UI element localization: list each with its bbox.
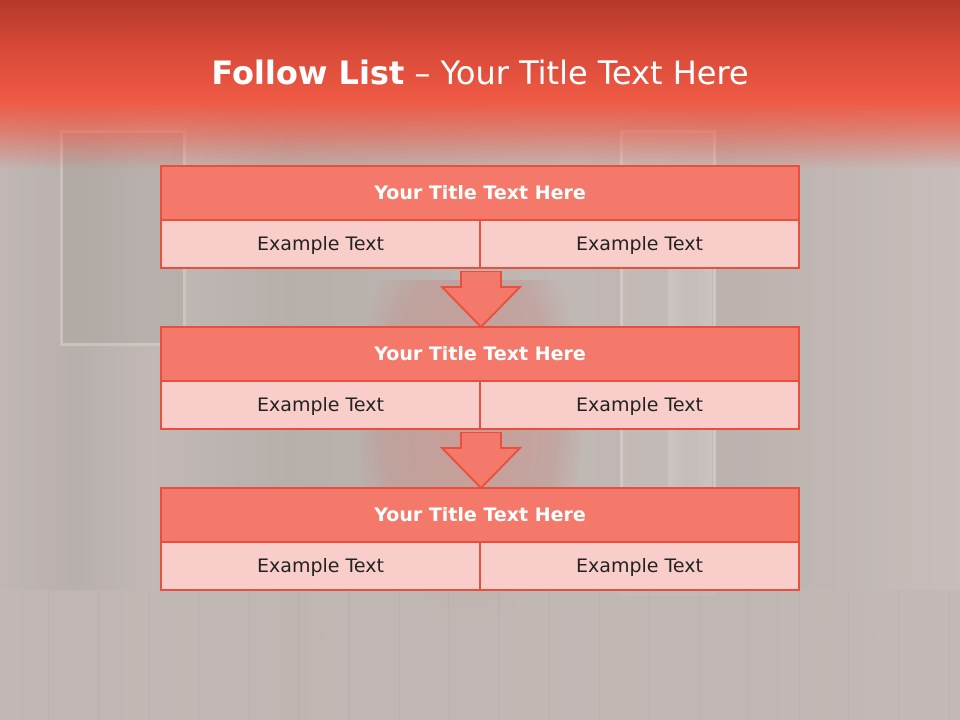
block-cell-right[interactable]: Example Text (481, 382, 800, 430)
floor (0, 590, 960, 720)
down-arrow-icon (440, 432, 522, 490)
list-block-2[interactable]: Your Title Text Here Example Text Exampl… (160, 326, 800, 430)
block-title[interactable]: Your Title Text Here (160, 487, 800, 543)
slide-title[interactable]: Follow List – Your Title Text Here (0, 54, 960, 92)
slide-title-rest: – Your Title Text Here (404, 54, 749, 92)
block-cell-right[interactable]: Example Text (481, 543, 800, 591)
block-row: Example Text Example Text (160, 382, 800, 430)
block-cell-left[interactable]: Example Text (160, 221, 481, 269)
block-row: Example Text Example Text (160, 221, 800, 269)
list-block-1[interactable]: Your Title Text Here Example Text Exampl… (160, 165, 800, 269)
block-cell-left[interactable]: Example Text (160, 382, 481, 430)
block-title[interactable]: Your Title Text Here (160, 165, 800, 221)
list-block-3[interactable]: Your Title Text Here Example Text Exampl… (160, 487, 800, 591)
down-arrow-icon (440, 271, 522, 329)
block-title[interactable]: Your Title Text Here (160, 326, 800, 382)
block-cell-left[interactable]: Example Text (160, 543, 481, 591)
slide-title-bold: Follow List (211, 54, 405, 92)
block-row: Example Text Example Text (160, 543, 800, 591)
title-band (0, 0, 960, 170)
block-cell-right[interactable]: Example Text (481, 221, 800, 269)
